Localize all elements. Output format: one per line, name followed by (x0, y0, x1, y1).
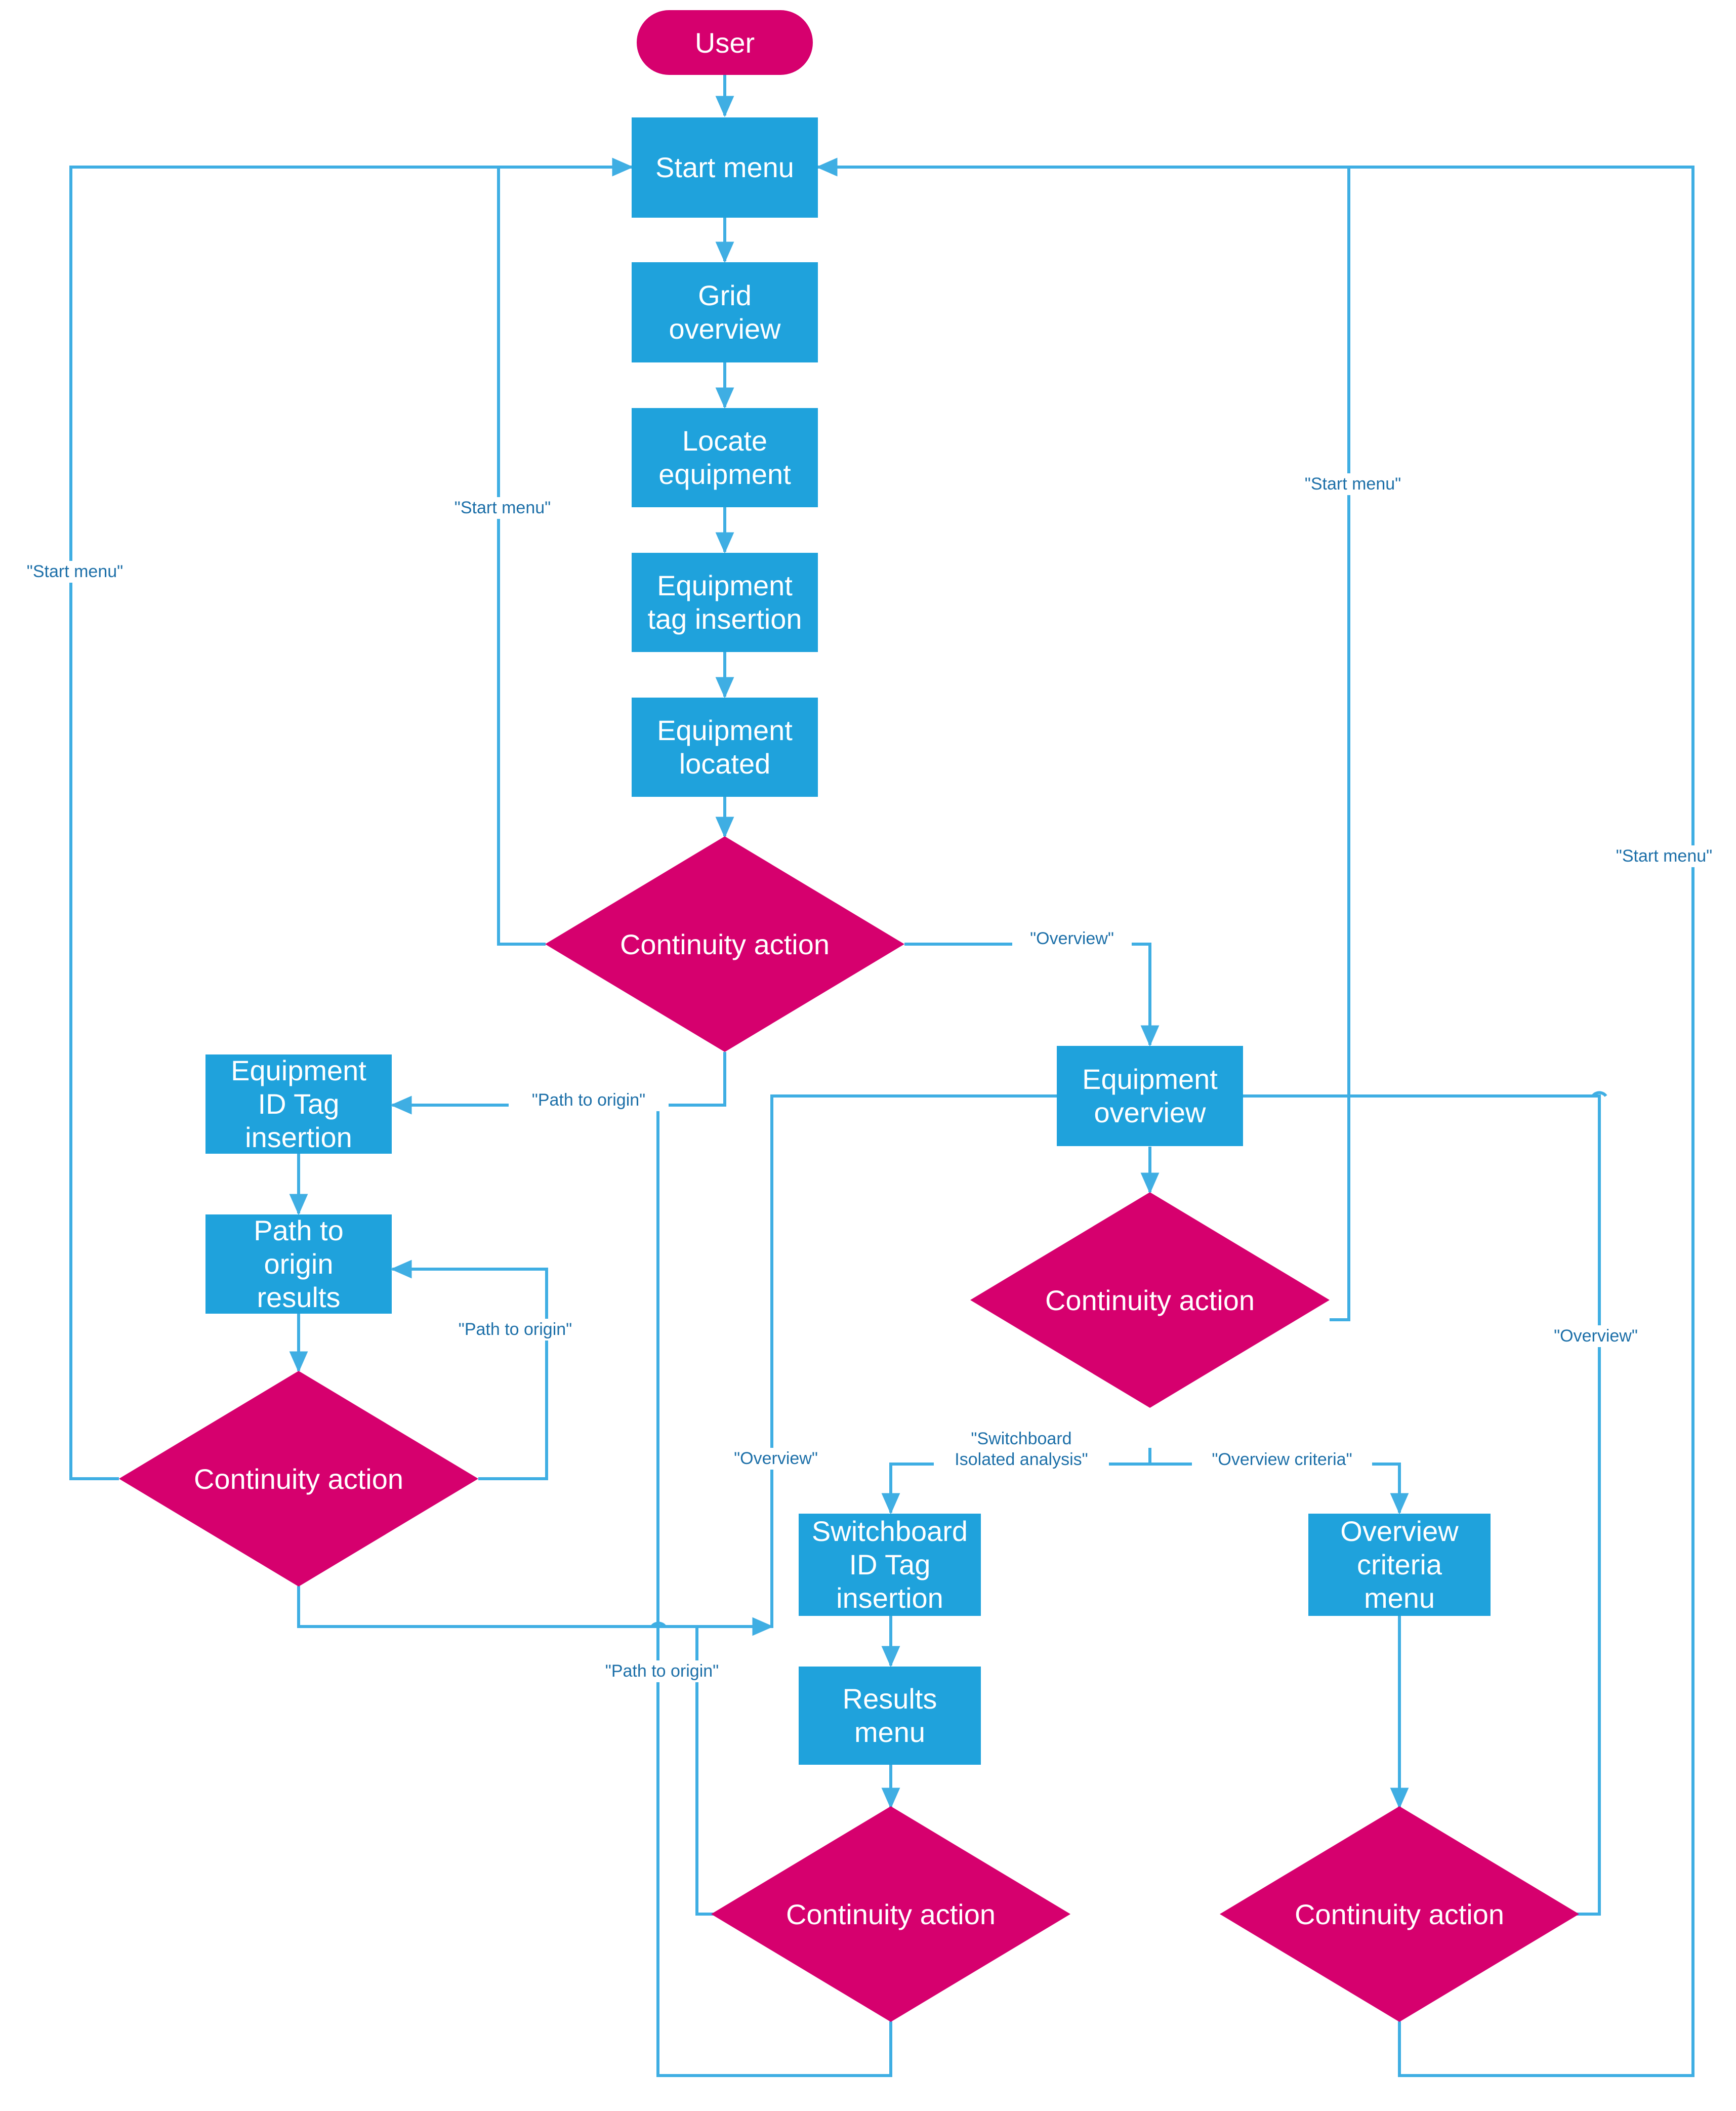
node-start-menu[interactable]: Start menu (632, 117, 818, 218)
node-equipment-id-tag-insertion-label: Equipment ID Tag insertion (231, 1054, 366, 1154)
node-continuity-action-3-label: Continuity action (1045, 1284, 1255, 1316)
edge-label-switchboard-isolated-analysis: "Switchboard Isolated analysis" (934, 1429, 1109, 1470)
node-locate-equipment-label: Locate equipment (658, 424, 791, 490)
line-hop-right (1591, 1091, 1607, 1097)
edge-continuity-action-3-to-start-menu (816, 157, 1350, 1321)
node-path-to-origin-results-label: Path to origin results (254, 1214, 344, 1314)
edge-label-path-to-origin-lower: "Path to origin" (582, 1660, 742, 1682)
edge-label-overview-criteria: "Overview criteria" (1192, 1449, 1372, 1471)
node-user-label: User (694, 26, 755, 59)
node-switchboard-id-tag-insertion-label: Switchboard ID Tag insertion (811, 1515, 968, 1614)
edge-continuity-action-2-to-path-to-origin-results (390, 1260, 548, 1480)
node-continuity-action-1-label: Continuity action (619, 928, 830, 960)
node-continuity-action-2[interactable]: Continuity action (119, 1371, 478, 1587)
node-start-menu-label: Start menu (655, 151, 794, 183)
node-equipment-tag-insertion[interactable]: Equipment tag insertion (632, 553, 818, 652)
edge-label-overview-from-ca4-branch: "Overview" (716, 1448, 836, 1470)
edge-continuity-action-1-to-equipment-overview (904, 943, 1160, 1047)
node-equipment-tag-insertion-label: Equipment tag insertion (647, 569, 802, 635)
node-continuity-action-1[interactable]: Continuity action (545, 836, 904, 1052)
node-continuity-action-5-label: Continuity action (1294, 1898, 1504, 1930)
node-overview-criteria-menu[interactable]: Overview criteria menu (1308, 1514, 1491, 1616)
node-results-menu[interactable]: Results menu (799, 1667, 981, 1765)
edge-continuity-action-5-to-start-menu (816, 157, 1694, 2077)
edge-label-overview-far-right: "Overview" (1536, 1325, 1656, 1347)
node-overview-criteria-menu-label: Overview criteria menu (1340, 1515, 1459, 1614)
node-locate-equipment[interactable]: Locate equipment (632, 408, 818, 507)
edge-continuity-action-3-to-overview-criteria-menu (1150, 1463, 1409, 1515)
node-equipment-overview[interactable]: Equipment overview (1057, 1046, 1243, 1146)
edge-label-start-menu-inner-left: "Start menu" (433, 497, 572, 519)
node-grid-overview[interactable]: Grid overview (632, 262, 818, 362)
node-equipment-located-label: Equipment located (657, 714, 793, 780)
node-path-to-origin-results[interactable]: Path to origin results (205, 1214, 392, 1314)
edge-label-path-to-origin-from-ca1: "Path to origin" (509, 1089, 669, 1111)
node-continuity-action-5[interactable]: Continuity action (1220, 1806, 1579, 2022)
node-equipment-overview-label: Equipment overview (1082, 1063, 1218, 1128)
node-switchboard-id-tag-insertion[interactable]: Switchboard ID Tag insertion (799, 1514, 981, 1616)
node-continuity-action-4-label: Continuity action (786, 1898, 996, 1930)
edge-continuity-action-2-to-start-menu (69, 157, 634, 1480)
edge-label-start-menu-inner-right: "Start menu" (1283, 473, 1423, 495)
node-grid-overview-label: Grid overview (669, 279, 781, 345)
edge-label-start-menu-far-right: "Start menu" (1594, 845, 1734, 867)
node-equipment-id-tag-insertion[interactable]: Equipment ID Tag insertion (205, 1054, 392, 1154)
node-continuity-action-4[interactable]: Continuity action (711, 1806, 1070, 2022)
edge-label-path-to-origin-from-ca2: "Path to origin" (435, 1319, 595, 1341)
edge-continuity-action-1-to-start-menu (497, 157, 634, 946)
edge-label-start-menu-far-left: "Start menu" (5, 561, 145, 583)
edge-label-overview-from-ca1: "Overview" (1012, 928, 1132, 950)
line-hop-lower-left (650, 1621, 667, 1628)
node-continuity-action-3[interactable]: Continuity action (970, 1192, 1330, 1408)
node-user[interactable]: User (637, 10, 813, 75)
node-results-menu-label: Results menu (842, 1682, 937, 1748)
node-equipment-located[interactable]: Equipment located (632, 698, 818, 797)
node-continuity-action-2-label: Continuity action (193, 1463, 403, 1495)
